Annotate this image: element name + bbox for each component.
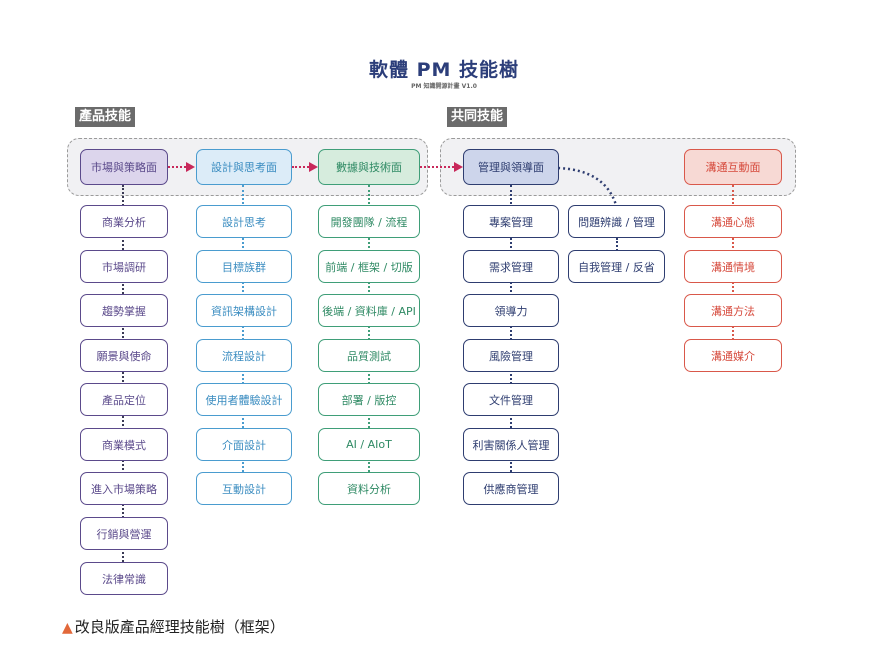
skill-item[interactable]: 供應商管理: [463, 472, 559, 505]
skill-item[interactable]: 介面設計: [196, 428, 292, 461]
skill-item[interactable]: 資訊架構設計: [196, 294, 292, 327]
skill-item-branch[interactable]: 問題辨識 / 管理: [568, 205, 665, 238]
connector-design: [242, 185, 244, 472]
connector-branch: [616, 238, 618, 258]
skill-item[interactable]: 願景與使命: [80, 339, 168, 372]
skill-item[interactable]: 資料分析: [318, 472, 420, 505]
connector-manage: [510, 185, 512, 472]
arrow-head-3: [454, 162, 463, 172]
skill-item[interactable]: 前端 / 框架 / 切版: [318, 250, 420, 283]
skill-item[interactable]: 品質測試: [318, 339, 420, 372]
head-data-tech[interactable]: 數據與技術面: [318, 149, 420, 185]
branch-curve: [557, 166, 618, 206]
skill-item[interactable]: 部署 / 版控: [318, 383, 420, 416]
skill-item[interactable]: 開發團隊 / 流程: [318, 205, 420, 238]
skill-item[interactable]: 流程設計: [196, 339, 292, 372]
skill-item[interactable]: 需求管理: [463, 250, 559, 283]
skill-item[interactable]: 商業模式: [80, 428, 168, 461]
skill-item[interactable]: 溝通情境: [684, 250, 782, 283]
skill-item[interactable]: 利害關係人管理: [463, 428, 559, 461]
caption-text: 改良版產品經理技能樹（框架）: [74, 618, 285, 636]
figure-caption: ▲改良版產品經理技能樹（框架）: [62, 616, 285, 637]
skill-item[interactable]: 溝通方法: [684, 294, 782, 327]
arrow-line-2: [292, 166, 309, 168]
head-communication[interactable]: 溝通互動面: [684, 149, 782, 185]
head-design-thinking[interactable]: 設計與思考面: [196, 149, 292, 185]
arrow-head-2: [309, 162, 318, 172]
diagram-title: 軟體 PM 技能樹: [368, 59, 520, 81]
skill-item[interactable]: 溝通媒介: [684, 339, 782, 372]
triangle-icon: ▲: [62, 620, 73, 636]
skill-item[interactable]: 進入市場策略: [80, 472, 168, 505]
skill-item[interactable]: 產品定位: [80, 383, 168, 416]
skill-item[interactable]: 互動設計: [196, 472, 292, 505]
section-label-product: 產品技能: [75, 107, 136, 127]
skill-item[interactable]: 行銷與營運: [80, 517, 168, 550]
skill-item[interactable]: 文件管理: [463, 383, 559, 416]
skill-item-branch[interactable]: 自我管理 / 反省: [568, 250, 665, 283]
arrow-head-1: [186, 162, 195, 172]
skill-item[interactable]: 法律常識: [80, 562, 168, 595]
skill-item[interactable]: 後端 / 資料庫 / API: [318, 294, 420, 327]
skill-item[interactable]: 市場調研: [80, 250, 168, 283]
skill-item[interactable]: 專案管理: [463, 205, 559, 238]
arrow-line-3: [420, 166, 454, 168]
skill-item[interactable]: AI / AIoT: [318, 428, 420, 461]
skill-item[interactable]: 溝通心態: [684, 205, 782, 238]
diagram-subtitle: PM 知識開源計畫 V1.0: [411, 83, 477, 90]
skill-item[interactable]: 目標族群: [196, 250, 292, 283]
arrow-line-1: [168, 166, 186, 168]
skill-item[interactable]: 趨勢掌握: [80, 294, 168, 327]
skill-item[interactable]: 風險管理: [463, 339, 559, 372]
skill-item[interactable]: 設計思考: [196, 205, 292, 238]
skill-item[interactable]: 使用者體驗設計: [196, 383, 292, 416]
skill-item[interactable]: 商業分析: [80, 205, 168, 238]
connector-market: [122, 185, 124, 562]
connector-tech: [368, 185, 370, 472]
head-management[interactable]: 管理與領導面: [463, 149, 559, 185]
skill-item[interactable]: 領導力: [463, 294, 559, 327]
section-label-common: 共同技能: [447, 107, 508, 127]
head-market-strategy[interactable]: 市場與策略面: [80, 149, 168, 185]
